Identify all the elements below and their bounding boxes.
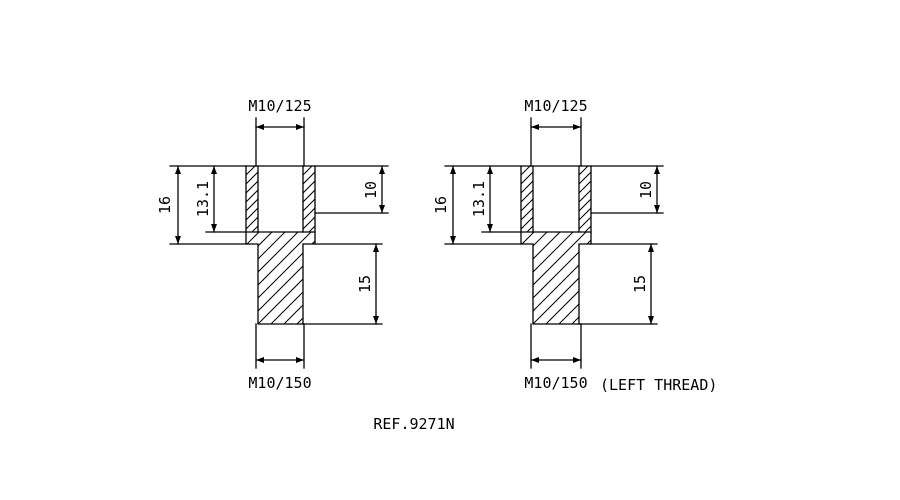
hatch-line — [579, 180, 591, 194]
hatch-line — [558, 232, 591, 324]
hatch-line — [521, 232, 522, 324]
right-extension-lines — [444, 117, 664, 369]
left-dimension-lines — [175, 124, 385, 363]
hatch-line — [521, 207, 533, 221]
right-part: M10/125 M10/150 (LEFT THREAD) 16 13.1 10… — [432, 97, 717, 394]
left-counterbore-depth-label: 13.1 — [194, 181, 212, 217]
hatch-line — [521, 171, 533, 185]
hatch-line — [521, 166, 522, 167]
right-counterbore-depth-label: 13.1 — [470, 181, 488, 217]
left-part-outline — [245, 165, 316, 325]
hatch-line — [545, 232, 591, 324]
hatch-line — [521, 232, 591, 324]
hatch-line — [521, 189, 533, 203]
right-dimension-lines — [450, 124, 660, 363]
hatch-line — [579, 171, 591, 185]
right-bottom-thread-label: M10/150 — [524, 374, 587, 392]
hatch-line — [246, 166, 247, 167]
hatch-line — [246, 207, 258, 221]
hatch-line — [521, 232, 535, 324]
hatch-line — [246, 171, 258, 185]
right-total-height-label: 16 — [432, 196, 450, 214]
left-extension-lines — [169, 117, 389, 369]
hatch-line — [303, 166, 304, 167]
hatch-line — [246, 232, 260, 324]
hatch-line — [579, 166, 580, 167]
left-shank-length-label: 15 — [356, 275, 374, 293]
left-thread-note: (LEFT THREAD) — [600, 376, 717, 394]
hatch-line — [579, 189, 591, 203]
hatch-line — [283, 232, 315, 324]
hatch-line — [303, 216, 315, 230]
hatch-line — [246, 189, 258, 203]
left-bottom-thread-label: M10/150 — [248, 374, 311, 392]
hatch-line — [521, 216, 533, 230]
hatch-line — [303, 180, 315, 194]
left-total-height-label: 16 — [156, 196, 174, 214]
hatch-line — [571, 232, 591, 324]
hatch-line — [251, 225, 258, 232]
hatch-line — [246, 232, 315, 324]
hatch-line — [296, 232, 315, 324]
hatch-line — [246, 216, 258, 230]
right-top-thread-label: M10/125 — [524, 97, 587, 115]
hatch-line — [536, 166, 602, 232]
hatch-line — [261, 166, 327, 232]
reference-code: REF.9271N — [373, 415, 454, 433]
hatch-line — [246, 180, 258, 194]
left-top-thread-label: M10/125 — [248, 97, 311, 115]
hatch-line — [246, 232, 247, 324]
hatch-line — [579, 207, 591, 221]
hatch-line — [303, 166, 313, 176]
hatch-line — [303, 189, 315, 203]
hatch-line — [521, 232, 587, 324]
hatch-line — [579, 166, 589, 176]
right-shank-length-label: 15 — [631, 275, 649, 293]
hatch-line — [246, 232, 315, 324]
hatch-line — [246, 232, 286, 324]
left-thread-depth-label: 10 — [362, 181, 380, 199]
hatch-line — [303, 171, 315, 185]
hatch-line — [270, 232, 315, 324]
hatch-line — [521, 232, 561, 324]
hatch-line — [521, 180, 533, 194]
hatch-line — [303, 207, 315, 221]
right-thread-depth-label: 10 — [637, 181, 655, 199]
hatch-line — [521, 232, 591, 324]
hatch-line — [579, 216, 591, 230]
hatch-line — [526, 225, 533, 232]
left-part: M10/125 M10/150 16 13.1 10 15 — [156, 97, 389, 392]
hatch-line — [246, 232, 312, 324]
